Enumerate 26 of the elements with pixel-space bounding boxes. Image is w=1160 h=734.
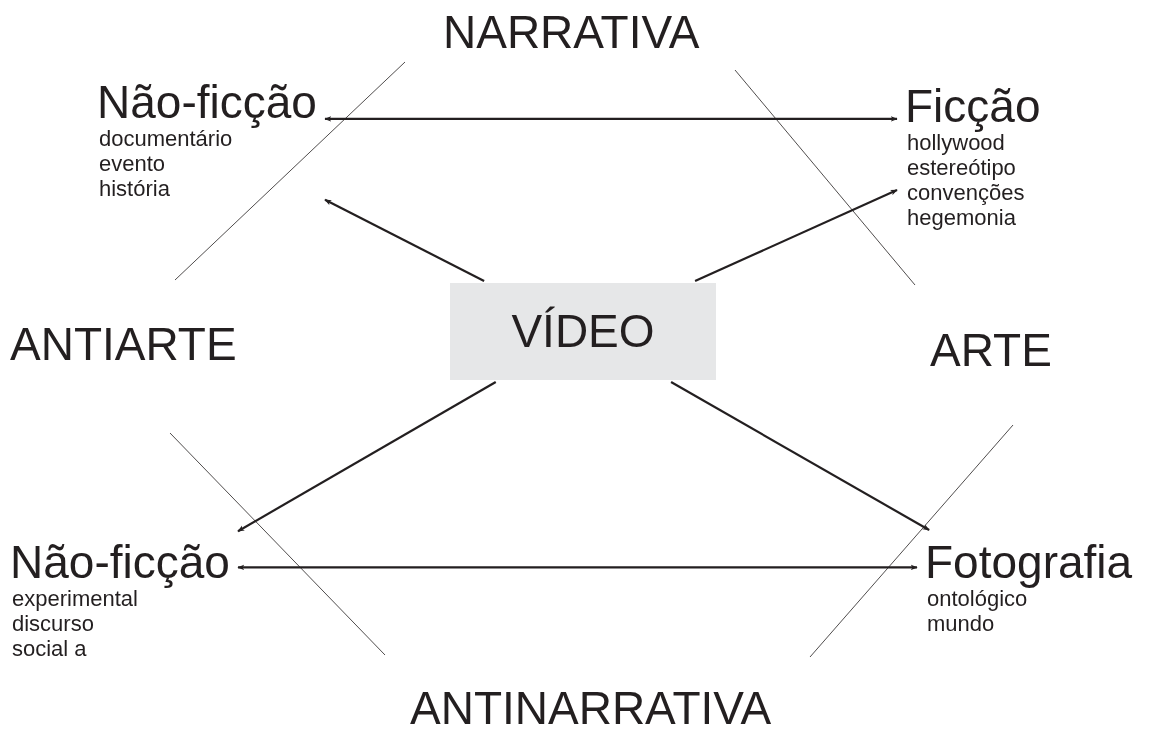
label-box: [450, 283, 716, 380]
list-item: mundo: [927, 611, 995, 637]
heading: ARTE: [930, 326, 1052, 375]
heading: Não-ficção: [10, 538, 230, 587]
arrow: [237, 381, 497, 533]
arrow: [237, 564, 918, 571]
list-item: social a: [12, 636, 87, 662]
arrow: [694, 189, 898, 282]
arrow: [670, 381, 930, 531]
arrow: [324, 116, 898, 122]
heading: ANTIARTE: [10, 320, 237, 369]
list-item: hegemonia: [907, 205, 1016, 231]
list-item: história: [99, 176, 170, 202]
heading: Fotografia: [925, 538, 1133, 587]
heading: NARRATIVA: [443, 8, 700, 57]
list-item: estereótipo: [907, 155, 1016, 181]
heading: ANTINARRATIVA: [410, 684, 772, 733]
heading: Ficção: [905, 82, 1041, 131]
arrow: [324, 198, 485, 282]
list-item: convenções: [907, 180, 1025, 206]
heading: Não-ficção: [97, 78, 317, 127]
list-item: discurso: [12, 611, 94, 637]
list-item: evento: [99, 151, 166, 177]
list-item: experimental: [12, 586, 138, 612]
list-item: documentário: [99, 126, 233, 152]
heading: VÍDEO: [511, 307, 655, 356]
